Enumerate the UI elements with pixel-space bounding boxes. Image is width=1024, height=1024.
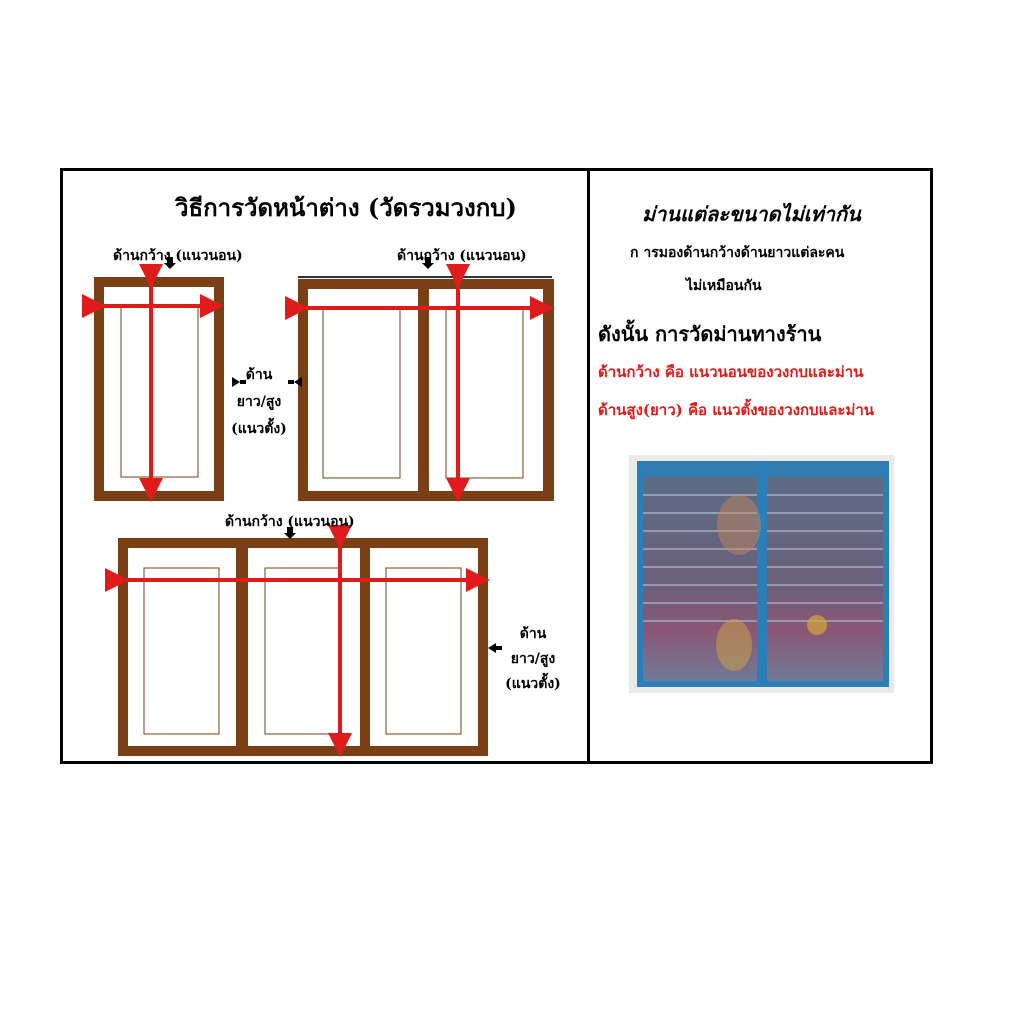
height-label-2: ด้าน ยาว/สูง (แนวตั้ง) (505, 626, 561, 692)
double-window (298, 276, 554, 501)
red-line-1: ด้านกว้าง คือ แนวนอนของวงกบและม่าน (598, 363, 864, 381)
right-heading: ม่านแต่ละขนาดไม่เท่ากัน (642, 202, 861, 226)
red-line-2: ด้านสูง(ยาว) คือ แนวตั้งของวงกบและม่าน (598, 401, 875, 419)
height-label-1: ด้าน ยาว/สูง (แนวตั้ง) (231, 367, 287, 437)
right-line-1: ก ารมองด้านกว้างด้านยาวแต่ละคน (630, 245, 845, 261)
right-subheading: ดังนั้น การวัดม่านทางร้าน (598, 322, 822, 346)
width-label-1: ด้านกว้าง (แนวนอน) (113, 248, 243, 264)
right-line-2: ไม่เหมือนกัน (686, 278, 762, 294)
curtain-photo (629, 455, 894, 693)
width-label-2: ด้านกว้าง (แนวนอน) (397, 248, 527, 264)
single-window (94, 277, 224, 501)
diagram-title: วิธีการวัดหน้าต่าง (วัดรวมวงกบ) (175, 193, 517, 222)
width-label-3: ด้านกว้าง (แนวนอน) (225, 514, 355, 530)
pointer-arrows (164, 257, 502, 653)
triple-window (118, 538, 488, 756)
curtain-image (629, 455, 894, 693)
